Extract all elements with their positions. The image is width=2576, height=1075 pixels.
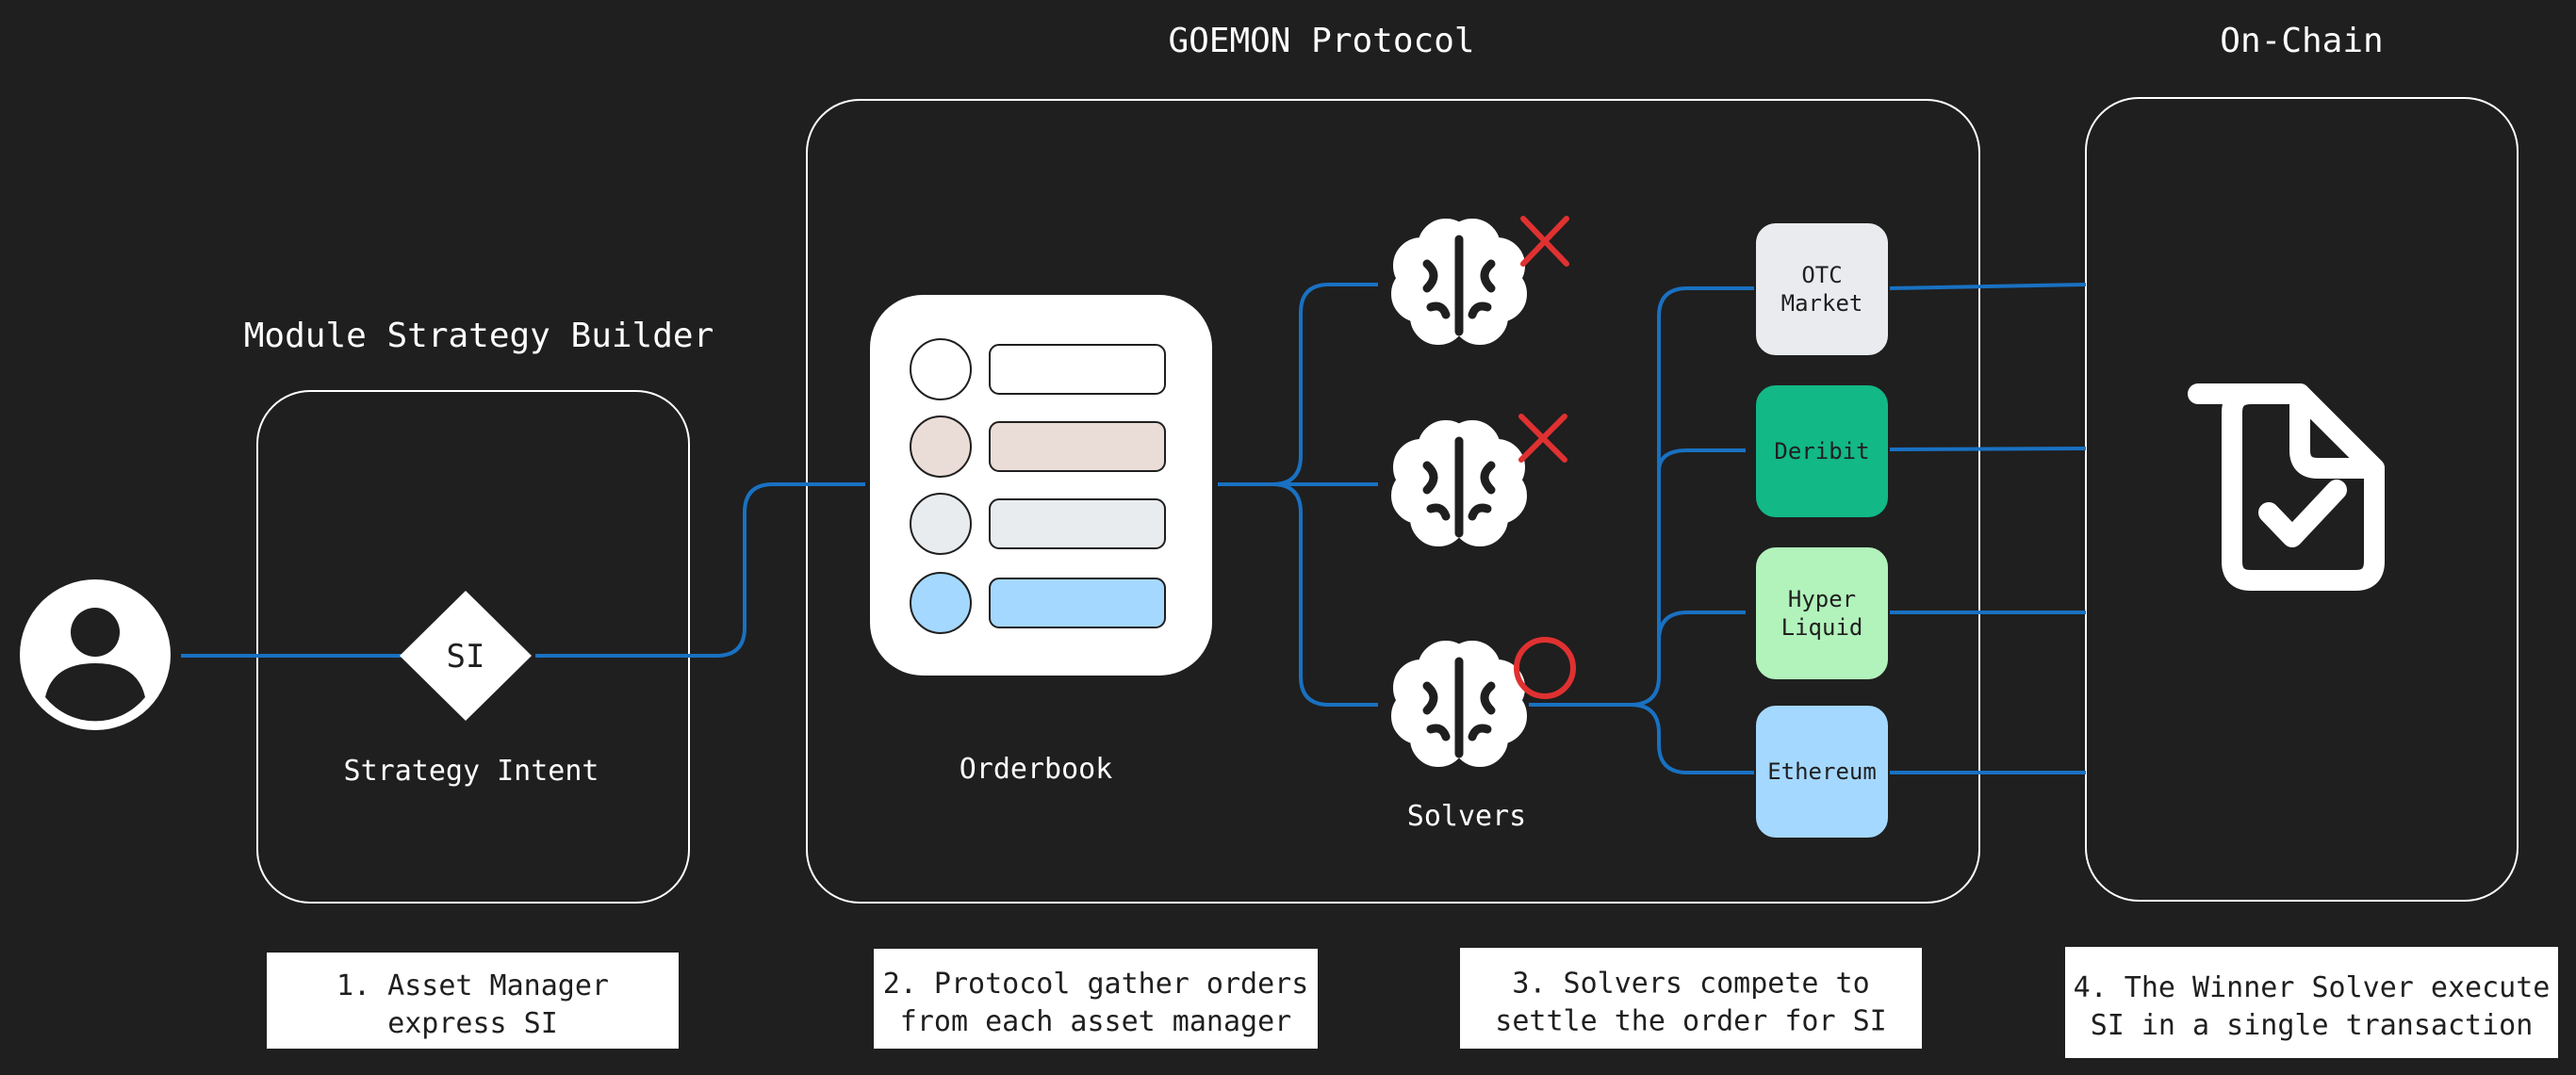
venue-box-shape <box>1754 383 1890 519</box>
x-mark-icon <box>1520 216 1569 267</box>
step-caption-line1: 3. Solvers compete to <box>1512 968 1869 1001</box>
connectors <box>181 283 2087 774</box>
user-avatar-icon <box>20 579 171 730</box>
venue-box-shape <box>1754 546 1890 681</box>
orderbook-row-dot <box>910 338 972 400</box>
venue-label: Market <box>1781 290 1863 317</box>
connector-otc-onchain <box>1888 283 2087 290</box>
orderbook-row <box>910 572 1166 634</box>
orderbook-row-bar <box>989 344 1166 395</box>
step-caption: 2. Protocol gather orders from each asset… <box>874 949 1318 1049</box>
orderbook-label: Orderbook <box>960 753 1113 786</box>
connector-winner-ethereum <box>1630 703 1776 774</box>
step-caption: 3. Solvers compete to settle the order fo… <box>1460 948 1922 1049</box>
connector-winner-otc <box>1529 286 1755 707</box>
venue-label: Ethereum <box>1767 758 1877 785</box>
orderbook-row-dot <box>910 572 972 634</box>
step-caption-line2: from each asset manager <box>900 1005 1291 1038</box>
circle-mark-icon <box>1514 637 1576 699</box>
brain-details <box>1422 235 1496 758</box>
venue-label: Deribit <box>1774 438 1869 464</box>
orderbook-row <box>910 415 1166 478</box>
connector-orderbook-solver-3 <box>1218 482 1378 707</box>
orderbook-row-bar <box>989 421 1166 472</box>
step-caption-box <box>267 953 679 1049</box>
step-caption: 4. The Winner Solver execute SI in a sing… <box>2065 947 2558 1058</box>
venue-label: OTC <box>1801 262 1842 288</box>
venue-box-shape <box>1754 221 1890 357</box>
orderbook-rows <box>910 338 1166 634</box>
builder-container <box>256 390 690 904</box>
step-caption-box <box>2065 947 2558 1058</box>
step-caption-line2: settle the order for SI <box>1495 1005 1886 1038</box>
step-caption-box <box>1460 948 1922 1049</box>
venue-box: Ethereum <box>1754 704 1890 839</box>
protocol-title: GOEMON Protocol <box>1168 22 1474 60</box>
orderbook-row <box>910 493 1166 555</box>
orderbook-row-bar <box>989 498 1166 549</box>
venue-box-shape <box>1754 704 1890 839</box>
onchain-container <box>2085 97 2519 902</box>
step-caption-line1: 2. Protocol gather orders <box>883 968 1309 1001</box>
orderbook-row-dot <box>910 415 972 478</box>
strategy-intent-diamond <box>400 591 532 721</box>
connector-orderbook-solver-1 <box>1218 283 1378 486</box>
si-label: SI <box>447 638 485 676</box>
document-check-icon <box>2188 383 2385 591</box>
orderbook-row <box>910 338 1166 400</box>
orderbook-row-bar <box>989 578 1166 628</box>
venue-label: Hyper <box>1788 586 1856 612</box>
protocol-container <box>806 99 1980 904</box>
connector-winner-hyperliquid <box>1657 611 1746 642</box>
onchain-title: On-Chain <box>2220 22 2383 60</box>
venue-label: Liquid <box>1781 614 1863 641</box>
connector-deribit-onchain <box>1888 447 2087 451</box>
x-mark-icon <box>1518 414 1567 463</box>
step-caption-line1: 4. The Winner Solver execute <box>2074 971 2551 1004</box>
step-caption: 1. Asset Manager express SI <box>267 953 679 1049</box>
orderbook-row-dot <box>910 493 972 555</box>
connector-winner-deribit <box>1657 448 1746 472</box>
connector-si-orderbook <box>535 482 865 658</box>
strategy-intent-label: Strategy Intent <box>344 755 599 788</box>
step-caption-line2: SI in a single transaction <box>2091 1009 2534 1042</box>
builder-title: Module Strategy Builder <box>244 317 714 355</box>
step-caption-box <box>874 949 1318 1049</box>
solvers-label: Solvers <box>1407 800 1526 833</box>
step-caption-line1: 1. Asset Manager <box>336 969 609 1002</box>
step-captions: 1. Asset Manager express SI 2. Protocol ga… <box>267 947 2558 1058</box>
step-caption-line2: express SI <box>387 1007 558 1040</box>
venue-box: Deribit <box>1754 383 1890 519</box>
